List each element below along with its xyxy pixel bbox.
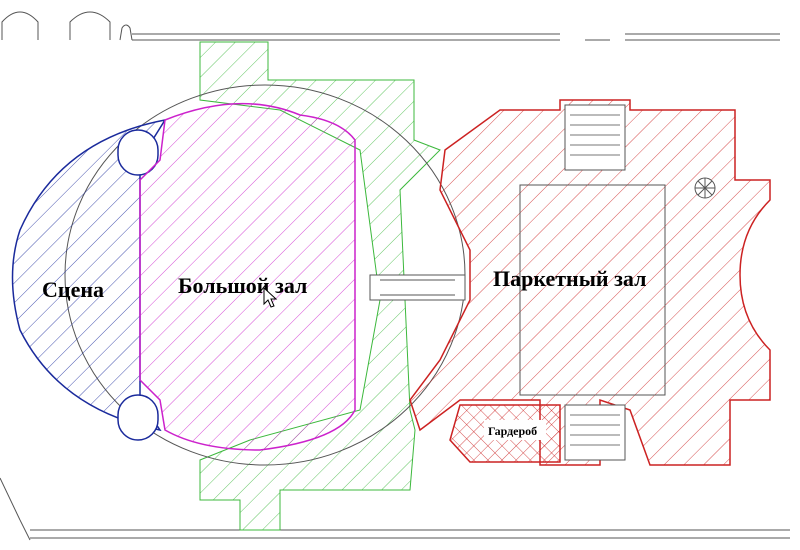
stage-pillar-top <box>117 129 159 176</box>
stage-zone[interactable] <box>11 118 167 432</box>
great-hall-label: Большой зал <box>178 273 307 298</box>
cloakroom-label-bg <box>484 420 546 440</box>
bottom-outer-wall <box>0 477 790 541</box>
parquet-inner-square <box>519 184 666 396</box>
central-passage <box>369 274 466 301</box>
staircase-bottom <box>564 404 626 461</box>
mouse-pointer-icon <box>263 286 278 308</box>
cloakroom-label: Гардероб <box>488 424 537 438</box>
top-outer-wall <box>1 11 780 41</box>
spiral-staircase-icon <box>694 177 716 199</box>
parquet-hall-label: Паркетный зал <box>493 266 646 291</box>
stage-label: Сцена <box>42 277 104 302</box>
stage-pillar-bottom <box>117 394 159 441</box>
staircase-top <box>564 104 626 171</box>
great-hall-zone[interactable] <box>139 102 356 451</box>
